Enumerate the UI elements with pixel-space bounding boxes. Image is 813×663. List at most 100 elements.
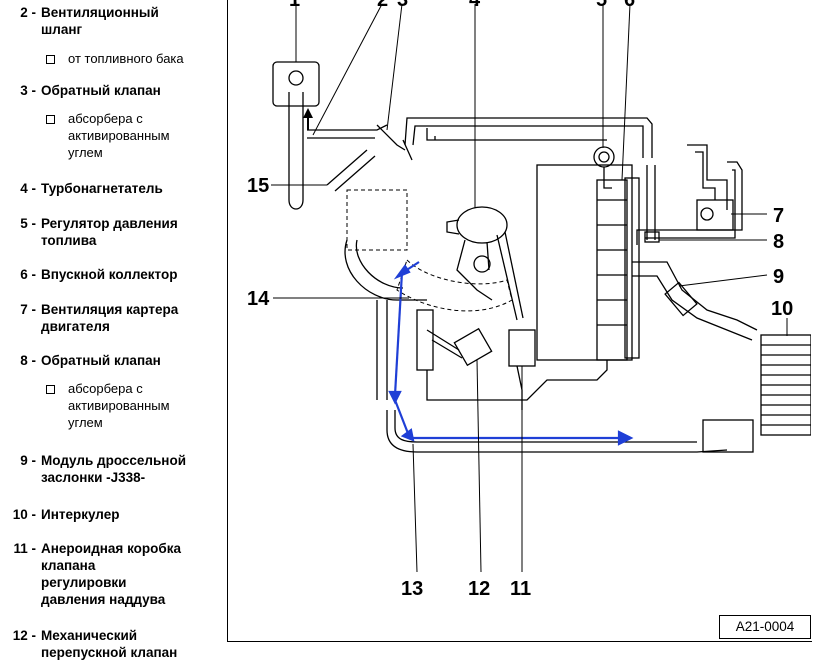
leader-2 bbox=[312, 3, 383, 136]
arrowhead-icon bbox=[388, 390, 402, 405]
manifold-runners bbox=[596, 179, 628, 361]
callout-10: 10 bbox=[771, 298, 793, 320]
callout-11: 11 bbox=[510, 578, 531, 600]
callout-2: 2 bbox=[377, 0, 388, 11]
hidden-box-left bbox=[346, 189, 408, 251]
turbo-vacuum-diagram: 1 2 3 4 5 6 7 8 9 10 11 12 13 14 15 bbox=[247, 0, 811, 600]
aneroid-line bbox=[516, 365, 523, 410]
leader-13 bbox=[412, 443, 418, 573]
legend-line: Анероидная коробка bbox=[41, 541, 181, 556]
fuel-tank-vent-box bbox=[272, 61, 320, 107]
legend-line: Вентиляционный bbox=[41, 5, 159, 20]
check-valve-3 bbox=[376, 124, 413, 161]
legend-line: давления наддува bbox=[41, 592, 166, 607]
canister-line bbox=[307, 124, 388, 139]
legend-num: 4 - bbox=[20, 181, 36, 196]
fuel-tank-vent-cap bbox=[288, 70, 304, 86]
manifold-flange bbox=[624, 177, 640, 359]
leader-12 bbox=[476, 359, 482, 573]
legend-num: 10 - bbox=[12, 507, 36, 522]
mid-hose-run bbox=[426, 128, 607, 141]
figure-ref-code: A21-0004 bbox=[719, 615, 811, 639]
diagram-frame bbox=[227, 0, 812, 642]
legend-num: 12 - bbox=[12, 628, 36, 643]
bullet-square-icon bbox=[46, 385, 55, 394]
legend-num: 8 - bbox=[20, 353, 36, 368]
legend-line: Механический bbox=[41, 628, 138, 643]
legend-list: 2 - Вентиляционный шланг от топливного б… bbox=[0, 0, 224, 663]
intake-tract bbox=[344, 239, 427, 301]
throttle-module-9 bbox=[664, 281, 698, 317]
crankcase-vent-hose bbox=[687, 144, 728, 210]
left-hose bbox=[376, 300, 388, 400]
callout-7: 7 bbox=[773, 205, 784, 227]
leader-3 bbox=[386, 3, 403, 131]
legend-num: 9 - bbox=[20, 453, 36, 468]
legend-line: двигателя bbox=[41, 319, 110, 334]
lower-charge-pipe bbox=[386, 410, 728, 453]
crankcase-vent-port bbox=[700, 207, 714, 221]
callout-labels: 1 2 3 4 5 6 7 8 9 10 11 12 13 14 15 bbox=[247, 0, 793, 600]
legend-line: Обратный клапан bbox=[41, 353, 161, 368]
top-hose-run bbox=[404, 117, 653, 158]
callout-14: 14 bbox=[247, 288, 270, 310]
leader-9 bbox=[678, 274, 768, 287]
legend-line: Модуль дроссельной bbox=[41, 453, 186, 468]
callout-15: 15 bbox=[247, 175, 269, 197]
lower-pipe-coupler bbox=[702, 419, 754, 453]
intercooler-fins bbox=[761, 344, 811, 426]
leader-lines bbox=[271, 2, 788, 573]
legend-line: заслонки -J338- bbox=[41, 470, 146, 485]
turbo-housing bbox=[456, 239, 493, 301]
legend-line: клапана bbox=[41, 558, 96, 573]
legend-line: перепускной клапан bbox=[41, 645, 178, 660]
vent-direction-arrow bbox=[303, 108, 313, 130]
callout-4: 4 bbox=[469, 0, 481, 11]
regulator-hose bbox=[603, 167, 612, 189]
fuel-pressure-regulator-5 bbox=[593, 146, 615, 168]
lower-vacuum-line bbox=[426, 360, 608, 401]
legend-line: Вентиляция картера bbox=[41, 302, 179, 317]
throttle-duct bbox=[632, 261, 758, 341]
legend-num: 11 - bbox=[13, 541, 36, 556]
turbocharger-4 bbox=[456, 206, 508, 244]
bypass-valve-12 bbox=[453, 327, 493, 367]
legend-line: регулировки bbox=[41, 575, 127, 590]
callout-5: 5 bbox=[596, 0, 607, 11]
legend-num: 6 - bbox=[20, 267, 36, 282]
callout-1: 1 bbox=[289, 0, 300, 11]
arrow-segment bbox=[393, 399, 411, 437]
legend-num: 5 - bbox=[20, 216, 36, 231]
arrowhead-icon bbox=[400, 428, 415, 442]
recirc-valve bbox=[416, 309, 434, 371]
arrow-segment bbox=[393, 271, 404, 396]
turbo-rod bbox=[496, 231, 524, 321]
bullet-square-icon bbox=[46, 115, 55, 124]
hose-15 bbox=[326, 149, 376, 192]
legend-line: Турбонагнетатель bbox=[41, 181, 163, 196]
callout-3: 3 bbox=[397, 0, 408, 11]
callout-13: 13 bbox=[401, 578, 423, 600]
check-valve-8 bbox=[644, 231, 660, 243]
hidden-turbo-outline bbox=[396, 259, 513, 312]
legend-line: топлива bbox=[41, 233, 97, 248]
valve-8-line bbox=[646, 165, 656, 240]
turbo-outlet bbox=[446, 219, 460, 235]
turbo-wheel bbox=[473, 255, 491, 273]
legend-line: шланг bbox=[41, 22, 83, 37]
intake-manifold-6 bbox=[536, 164, 633, 361]
leader-6 bbox=[621, 3, 631, 181]
runner-dividers bbox=[597, 199, 627, 326]
crankcase-return-hose bbox=[636, 161, 743, 245]
arrowhead-icon bbox=[393, 264, 411, 280]
legend-line: Интеркулер bbox=[41, 507, 120, 522]
flow-arrows bbox=[388, 261, 634, 446]
legend-num: 7 - bbox=[20, 302, 36, 317]
callout-6: 6 bbox=[624, 0, 635, 11]
legend-num: 2 - bbox=[20, 5, 36, 20]
regulator-center bbox=[598, 151, 610, 163]
hoses-and-lines bbox=[272, 61, 811, 453]
aneroid-box-11 bbox=[508, 329, 536, 367]
hidden-outlines bbox=[346, 189, 513, 312]
arrowhead-icon bbox=[617, 430, 634, 446]
